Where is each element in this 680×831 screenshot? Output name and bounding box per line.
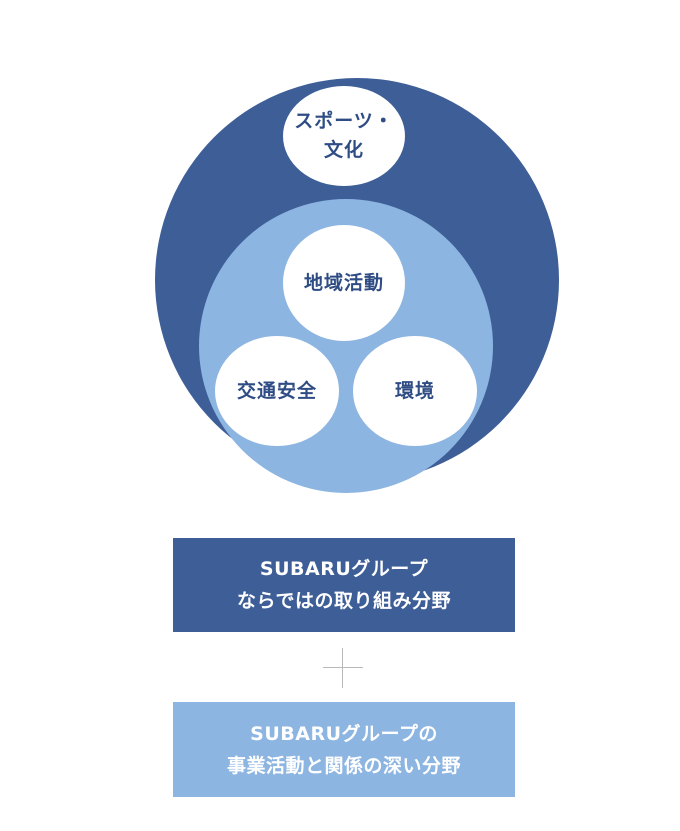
node-sports-culture: スポーツ・ 文化	[283, 86, 405, 186]
unique-initiatives-line1: SUBARUグループ	[259, 558, 429, 580]
node-sports-culture-line1: スポーツ・	[294, 110, 394, 132]
node-traffic-safety-label: 交通安全	[236, 379, 317, 402]
node-traffic-safety: 交通安全	[215, 336, 339, 446]
business-related-line1: SUBARUグループの	[250, 722, 438, 745]
business-related-box: SUBARUグループの 事業活動と関係の深い分野	[173, 702, 515, 797]
unique-initiatives-box: SUBARUグループ ならではの取り組み分野	[173, 538, 515, 632]
node-sports-culture-line2: 文化	[323, 139, 364, 161]
node-local-activity: 地域活動	[283, 225, 405, 341]
unique-initiatives-line2: ならではの取り組み分野	[237, 590, 451, 612]
node-environment: 環境	[353, 336, 477, 446]
business-related-line2: 事業活動と関係の深い分野	[226, 754, 461, 777]
node-environment-label: 環境	[394, 379, 435, 402]
plus-icon	[323, 648, 363, 688]
node-local-activity-label: 地域活動	[303, 271, 384, 294]
